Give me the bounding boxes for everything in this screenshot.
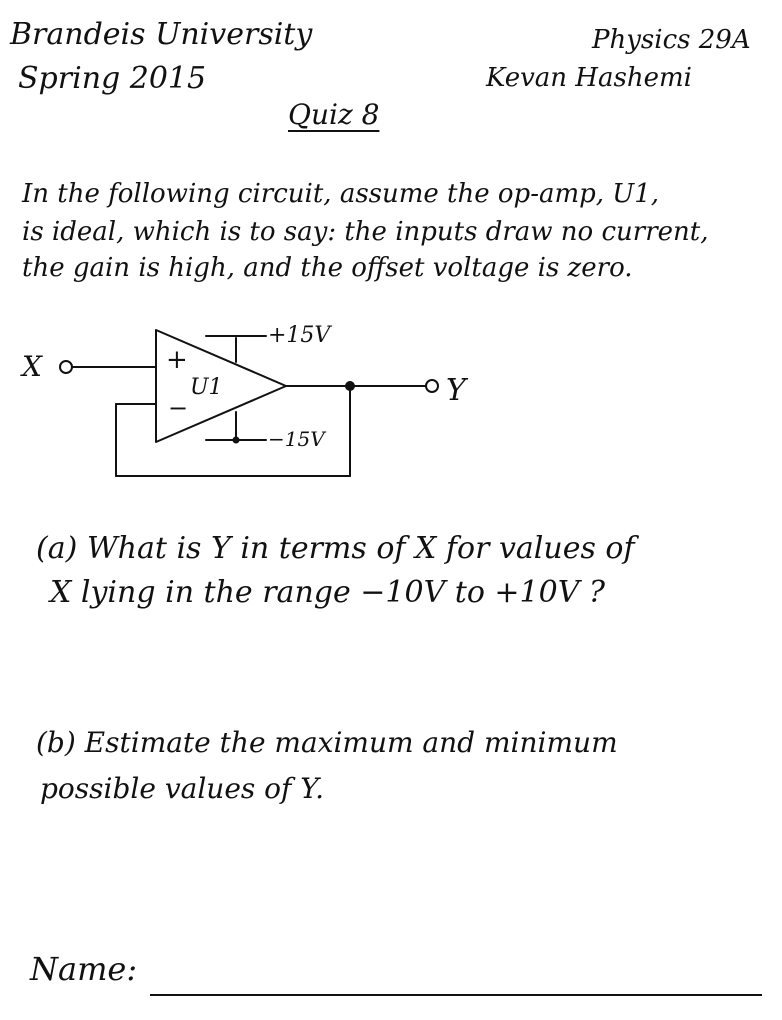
question-a-line-2: X lying in the range −10V to +10V ? — [50, 575, 606, 610]
semester: Spring 2015 — [18, 61, 207, 96]
op-amp-label: U1 — [190, 375, 223, 400]
question-b-line-2: possible values of Y. — [40, 772, 325, 805]
name-answer-line[interactable] — [150, 994, 762, 996]
input-terminal — [59, 360, 73, 374]
quiz-title: Quiz 8 — [288, 98, 380, 131]
intro-line-3: the gain is high, and the offset voltage… — [22, 253, 633, 283]
name-label: Name: — [30, 950, 138, 988]
negative-supply-label: −15V — [268, 427, 327, 451]
output-junction-dot — [345, 381, 355, 391]
output-label: Y — [446, 373, 469, 408]
intro-line-1: In the following circuit, assume the op-… — [22, 179, 660, 209]
intro-line-2: is ideal, which is to say: the inputs dr… — [22, 217, 709, 247]
instructor-name: Kevan Hashemi — [486, 63, 692, 93]
input-label: X — [20, 350, 43, 383]
op-amp-triangle — [155, 329, 287, 443]
output-terminal — [425, 379, 439, 393]
plus-input-sign: + — [166, 345, 188, 375]
positive-supply-label: +15V — [268, 323, 332, 348]
question-a-line-1: (a) What is Y in terms of X for values o… — [36, 531, 635, 566]
course-name: Physics 29A — [592, 25, 751, 55]
op-amp-circuit-diagram: X Y U1 + − +15V −15V — [20, 323, 469, 477]
negative-supply-dot — [232, 436, 240, 444]
university-name: Brandeis University — [10, 17, 313, 52]
question-b-line-1: (b) Estimate the maximum and minimum — [36, 726, 618, 759]
minus-input-sign: − — [168, 394, 188, 422]
